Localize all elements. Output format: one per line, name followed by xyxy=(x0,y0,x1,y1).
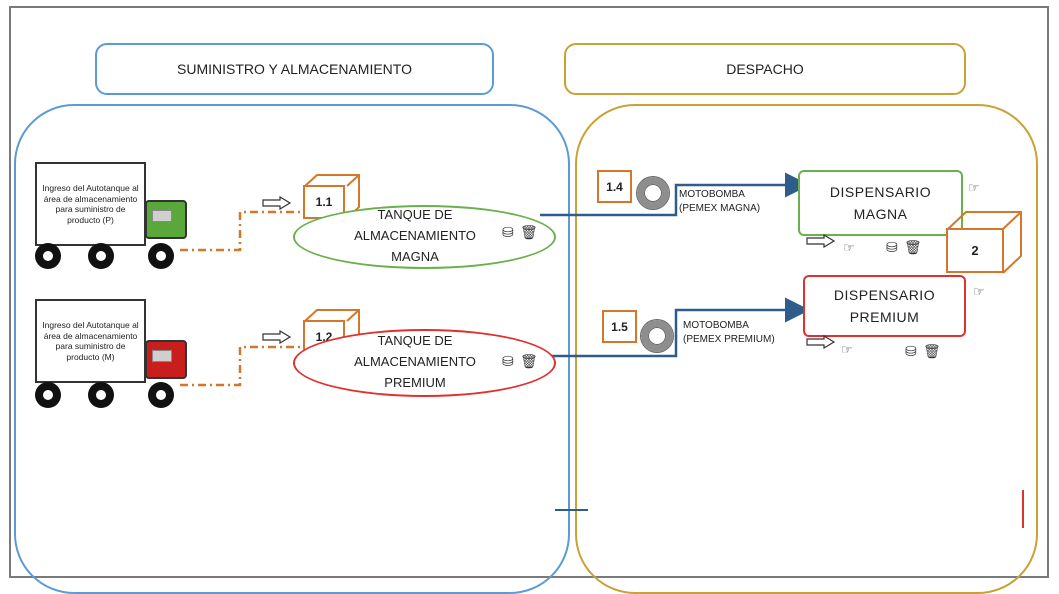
tank-premium-line1: TANQUE DE xyxy=(377,333,453,348)
outline-arrow-icon xyxy=(806,335,836,349)
tank-premium xyxy=(293,329,556,397)
tank-magna-text: TANQUE DE ALMACENAMIENTO MAGNA xyxy=(340,204,490,267)
section-title-supply: SUMINISTRO Y ALMACENAMIENTO xyxy=(177,61,412,77)
hand-icon: ☞ xyxy=(973,284,985,299)
outline-arrow-icon xyxy=(262,330,292,344)
dispenser-magna-line2: MAGNA xyxy=(853,206,908,222)
tank-magna-line2: ALMACENAMIENTO xyxy=(354,228,476,243)
drums-icon: ⛁ xyxy=(502,224,514,240)
tank-premium-line2: ALMACENAMIENTO xyxy=(354,354,476,369)
trash-icon: 🗑 xyxy=(520,353,538,369)
node-2-label: 2 xyxy=(971,243,979,258)
truck-m-label-box: Ingreso del Autotanque al área de almace… xyxy=(35,299,146,383)
tank-magna xyxy=(293,205,556,269)
truck-p-wheel xyxy=(88,243,114,269)
outline-arrow-icon xyxy=(262,196,292,210)
truck-p-wheel xyxy=(35,243,61,269)
pump-magna-label: MOTOBOMBA (PEMEX MAGNA) xyxy=(679,188,760,216)
dispenser-premium: DISPENSARIO PREMIUM xyxy=(803,275,966,337)
truck-m-wheel xyxy=(148,382,174,408)
truck-m-wheel xyxy=(88,382,114,408)
dispenser-magna: DISPENSARIO MAGNA xyxy=(798,170,963,236)
connectors xyxy=(180,172,810,511)
pump-magna-line1: MOTOBOMBA xyxy=(679,189,745,200)
truck-p-supply-line xyxy=(180,210,300,252)
hand-icon: ☞ xyxy=(968,180,980,195)
trash-icon: 🗑 xyxy=(904,239,922,255)
vertical-mark xyxy=(1022,490,1024,528)
node-1-4-label: 1.4 xyxy=(606,179,623,194)
pump-magna-line2: (PEMEX MAGNA) xyxy=(679,203,761,214)
section-header-dispatch: DESPACHO xyxy=(564,43,966,95)
tank-magna-line1: TANQUE DE xyxy=(377,207,453,222)
node-1-5: 1.5 xyxy=(602,310,637,343)
dispenser-premium-line1: DISPENSARIO xyxy=(833,287,936,303)
truck-m-wheel xyxy=(35,382,61,408)
node-1-1-label: 1.1 xyxy=(315,195,333,209)
node-1-5-label: 1.5 xyxy=(611,319,628,334)
drums-icon: ⛁ xyxy=(886,239,898,255)
dispenser-premium-line2: PREMIUM xyxy=(849,309,920,325)
premium-pipe-line xyxy=(540,297,810,358)
node-2: 2 xyxy=(946,228,1004,273)
pump-premium-line2: (PEMEX PREMIUM) xyxy=(683,334,775,345)
cube-edge xyxy=(947,211,1022,274)
magna-pipe-line xyxy=(540,172,810,217)
tank-premium-line3: PREMIUM xyxy=(384,375,446,390)
tank-magna-line3: MAGNA xyxy=(391,249,439,264)
truck-m-supply-line xyxy=(180,345,300,387)
section-header-supply: SUMINISTRO Y ALMACENAMIENTO xyxy=(95,43,494,95)
drums-icon: ⛁ xyxy=(502,353,514,369)
trash-icon: 🗑 xyxy=(923,343,941,359)
truck-p-text: Ingreso del Autotanque al área de almace… xyxy=(42,183,139,225)
tank-premium-text: TANQUE DE ALMACENAMIENTO PREMIUM xyxy=(340,330,490,393)
trash-icon: 🗑 xyxy=(520,224,538,240)
truck-p-label-box: Ingreso del Autotanque al área de almace… xyxy=(35,162,146,246)
hand-icon: ☞ xyxy=(843,240,855,255)
truck-p-cab xyxy=(145,200,187,239)
truck-m-text: Ingreso del Autotanque al área de almace… xyxy=(42,320,139,362)
node-1-4: 1.4 xyxy=(597,170,632,203)
pump-premium-ring xyxy=(641,320,673,352)
pump-premium-label: MOTOBOMBA (PEMEX PREMIUM) xyxy=(683,319,775,347)
hand-icon: ☞ xyxy=(841,342,853,357)
pump-magna-ring xyxy=(637,177,669,209)
pump-premium-line1: MOTOBOMBA xyxy=(683,320,749,331)
outline-arrow-icon xyxy=(806,234,836,248)
drums-icon: ⛁ xyxy=(905,343,917,359)
dispenser-magna-line1: DISPENSARIO xyxy=(829,184,932,200)
truck-p-wheel xyxy=(148,243,174,269)
section-title-dispatch: DESPACHO xyxy=(726,61,804,77)
truck-m-cab xyxy=(145,340,187,379)
